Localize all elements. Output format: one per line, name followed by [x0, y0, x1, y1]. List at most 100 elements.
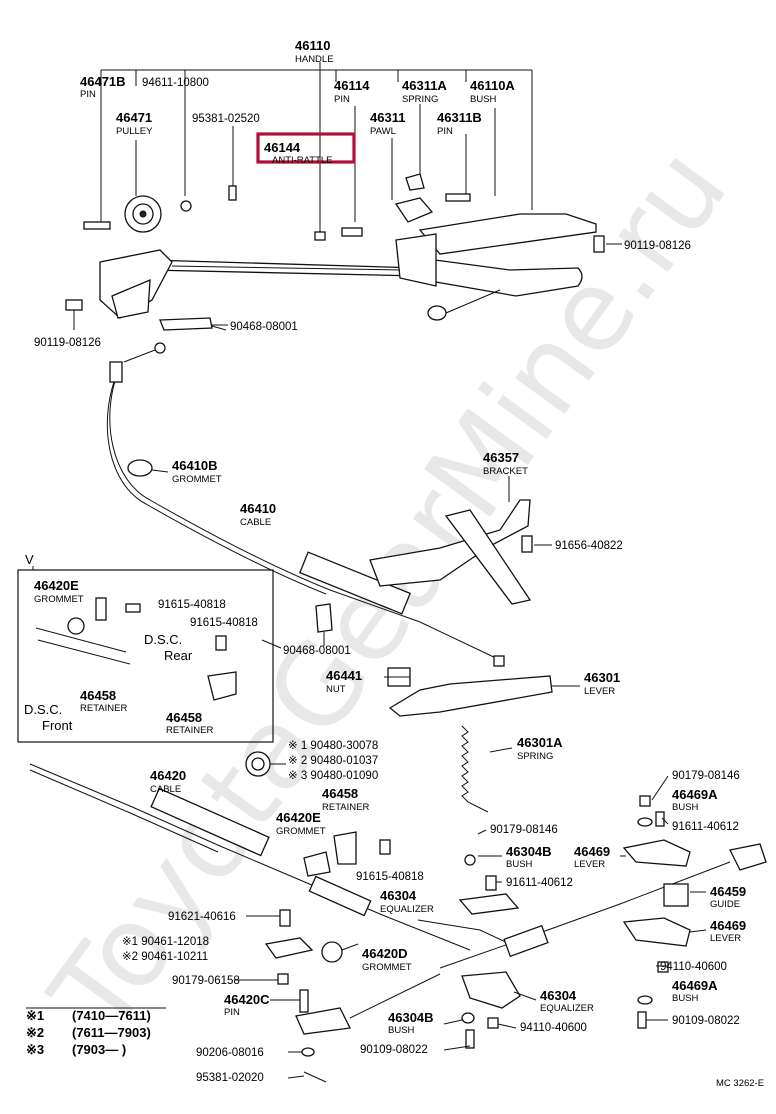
label-spring-b: SPRING	[517, 751, 553, 762]
leader-lines	[151, 325, 707, 1079]
label-pawl: PAWL	[370, 126, 396, 137]
label-46469a-a: 46469A	[672, 787, 718, 802]
label-pin-c: PIN	[437, 126, 453, 137]
label-bush-c: BUSH	[672, 802, 699, 813]
label-46469-b: 46469	[710, 918, 746, 933]
label-90109-08022-b: 90109-08022	[360, 1044, 428, 1056]
label-46441: 46441	[326, 668, 362, 683]
rear-cable-drawing	[29, 763, 767, 1083]
legend-range-1: (7410—7611)	[72, 1008, 151, 1023]
label-46311: 46311	[370, 110, 405, 125]
label-nut-alt1: ※1 90461-12018	[122, 936, 209, 948]
label-pin-b: PIN	[334, 94, 350, 105]
label-46458-inset-b: 46458	[166, 710, 202, 725]
label-90119-08126-r: 90119-08126	[624, 240, 691, 252]
label-46471b: 46471B	[80, 74, 126, 89]
label-bush-a: BUSH	[470, 94, 497, 105]
label-alt2: ※ 2 90480-01037	[288, 755, 378, 767]
label-dsc-rear-b: Rear	[164, 648, 193, 663]
inset-box	[17, 566, 274, 743]
label-grommet-b: GROMMET	[276, 826, 326, 837]
label-46301: 46301	[584, 670, 620, 685]
label-91621-40616: 91621-40616	[168, 911, 236, 923]
label-46114: 46114	[334, 78, 370, 93]
label-46357: 46357	[483, 450, 519, 465]
legend-range-2: (7611—7903)	[72, 1025, 151, 1040]
label-94110-40600-a: 94110-40600	[660, 961, 727, 973]
label-95381-02020: 95381-02020	[196, 1072, 264, 1084]
label-46410b: 46410B	[172, 458, 218, 473]
label-91611-40612-a: 91611-40612	[506, 877, 573, 889]
label-handle: HANDLE	[295, 54, 334, 65]
labels: 46110 HANDLE 46471B PIN 94611-10800 4647…	[24, 38, 764, 1089]
label-bush-e: BUSH	[672, 993, 699, 1004]
label-grommet-c: GROMMET	[362, 962, 412, 973]
label-91656-40822: 91656-40822	[555, 540, 623, 552]
label-cable-a: CABLE	[240, 517, 271, 528]
label-spring-a: SPRING	[402, 94, 438, 105]
label-alt3: ※ 3 90480-01090	[288, 770, 378, 782]
intermediate-lever-drawing	[245, 667, 580, 813]
legend-mark-1: ※1	[26, 1008, 44, 1023]
label-pin-d: PIN	[224, 1007, 240, 1018]
label-46458: 46458	[322, 786, 358, 801]
label-46144: 46144	[264, 140, 301, 155]
label-46469a-b: 46469A	[672, 978, 718, 993]
label-46304-a: 46304	[380, 888, 417, 903]
label-90179-06158: 90179-06158	[172, 975, 240, 987]
label-91615-40818: 91615-40818	[356, 871, 424, 883]
label-46471: 46471	[116, 110, 152, 125]
label-91615-40818-inset-b: 91615-40818	[190, 617, 258, 629]
highlight-box	[256, 132, 356, 164]
handle-assembly-drawing	[65, 62, 622, 331]
label-nut: NUT	[326, 684, 346, 695]
label-46301a: 46301A	[517, 735, 563, 750]
label-bracket: BRACKET	[483, 466, 528, 477]
label-91611-40612-b: 91611-40612	[672, 821, 739, 833]
label-retainer-inset-a: RETAINER	[80, 703, 127, 714]
label-46410: 46410	[240, 501, 276, 516]
label-bush-b: BUSH	[506, 859, 533, 870]
label-46469-a: 46469	[574, 844, 610, 859]
label-90468-08001-a: 90468-08001	[230, 321, 298, 333]
label-anti-rattle: ANTI-RATTLE	[272, 155, 333, 166]
label-90119-08126-l: 90119-08126	[34, 337, 101, 349]
label-46420e-inset: 46420E	[34, 578, 79, 593]
label-lever-c: LEVER	[710, 933, 741, 944]
front-cable-drawing	[106, 342, 552, 667]
label-46311a: 46311A	[402, 78, 447, 93]
label-90206-08016: 90206-08016	[196, 1047, 264, 1059]
legend-range-3: (7903— )	[72, 1042, 126, 1057]
label-46304b-b: 46304B	[388, 1010, 434, 1025]
label-46110a: 46110A	[470, 78, 515, 93]
label-equalizer-b: EQUALIZER	[540, 1003, 594, 1014]
label-46420e: 46420E	[276, 810, 321, 825]
label-lever-a: LEVER	[584, 686, 615, 697]
label-dsc-rear-a: D.S.C.	[144, 632, 182, 647]
label-dsc-front-b: Front	[42, 718, 73, 733]
label-90468-08001-b: 90468-08001	[283, 645, 351, 657]
label-dsc-front-a: D.S.C.	[24, 702, 62, 717]
label-alt1: ※ 1 90480-30078	[288, 740, 378, 752]
label-46420c: 46420C	[224, 992, 270, 1007]
label-nut-alt2: ※2 90461-10211	[122, 951, 208, 963]
diagram-code: MC 3262-E	[716, 1078, 764, 1089]
label-95381-02520: 95381-02520	[192, 113, 260, 125]
label-46304b-a: 46304B	[506, 844, 552, 859]
legend-mark-2: ※2	[26, 1025, 44, 1040]
label-cable-b: CABLE	[150, 784, 181, 795]
label-94611-10800: 94611-10800	[142, 77, 209, 89]
label-46459: 46459	[710, 884, 746, 899]
label-46304-b: 46304	[540, 988, 577, 1003]
label-90179-08146-b: 90179-08146	[672, 770, 740, 782]
label-91615-40818-inset-a: 91615-40818	[158, 599, 226, 611]
label-46110: 46110	[295, 38, 330, 53]
label-retainer-inset-b: RETAINER	[166, 725, 213, 736]
label-94110-40600-b: 94110-40600	[520, 1022, 587, 1034]
label-46458-inset-a: 46458	[80, 688, 116, 703]
label-bush-d: BUSH	[388, 1025, 415, 1036]
label-90179-08146-a: 90179-08146	[490, 824, 558, 836]
label-grommet-a: GROMMET	[172, 474, 222, 485]
label-retainer: RETAINER	[322, 802, 369, 813]
label-46420: 46420	[150, 768, 186, 783]
